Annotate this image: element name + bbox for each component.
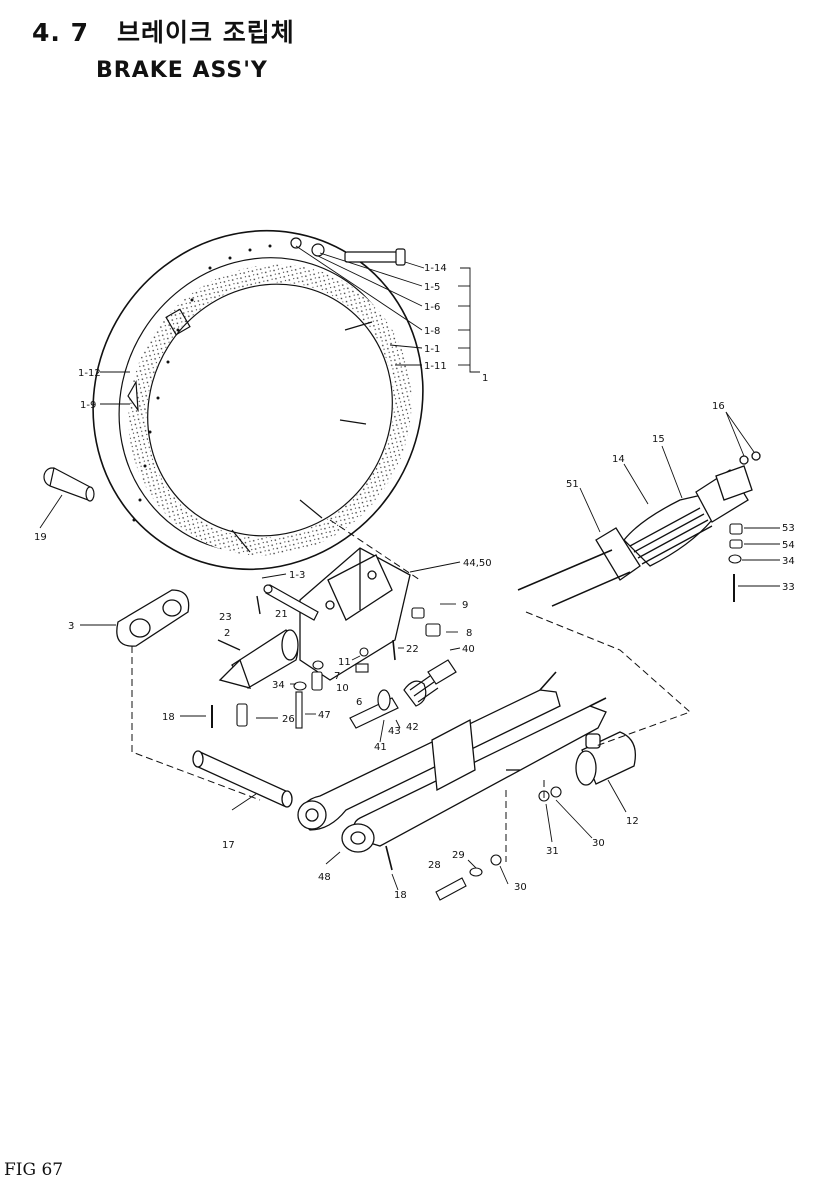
bracket-44-50 [299,547,411,681]
callout-41: 41 [374,742,387,753]
actuator-assembly [517,451,761,607]
callout-42: 42 [406,722,419,733]
callout-1-11: 1-11 [424,361,447,372]
band-bracket [127,379,139,413]
cylinder-2 [217,629,299,689]
callout-44-50: 44,50 [463,558,492,569]
korean-title: 브레이크 조립체 [117,18,295,47]
callout-6: 6 [356,697,362,708]
callout-8: 8 [466,628,472,639]
callout-leaders-upper [100,245,480,405]
callout-34-right: 34 [782,556,795,567]
figure-label: FIG 67 [4,1160,64,1180]
band-clip [165,308,191,336]
callout-1-1: 1-1 [424,344,440,355]
callout-33: 33 [782,582,795,593]
callout-28: 28 [428,860,441,871]
callout-40: 40 [462,644,475,655]
callout-1-5: 1-5 [424,282,440,293]
callout-23: 23 [219,612,232,623]
callout-14: 14 [612,454,625,465]
leader-44-50 [409,561,461,573]
callout-53: 53 [782,523,795,534]
callout-18-left: 18 [162,712,175,723]
callout-51: 51 [566,479,579,490]
callout-16: 16 [712,401,725,412]
brake-band [92,229,424,571]
callout-3: 3 [68,621,74,632]
rod-pin-17 [192,750,293,808]
callout-54: 54 [782,540,795,551]
callout-43: 43 [388,726,401,737]
english-title: BRAKE ASS'Y [96,58,268,83]
assembly-lines [131,519,691,862]
callout-1-6: 1-6 [424,302,440,313]
callout-1: 1 [482,373,488,384]
callout-17: 17 [222,840,235,851]
callout-26: 26 [282,714,295,725]
callout-1-3: 1-3 [289,570,305,581]
fasteners-center [211,607,441,729]
leader-1-3 [261,573,287,579]
callout-1-12: 1-12 [78,368,101,379]
callout-7: 7 [334,671,340,682]
callout-11: 11 [338,657,351,668]
callout-18-bottom: 18 [394,890,407,901]
leader-19 [39,494,63,529]
brake-lever-frame [297,671,607,853]
section-title: 4. 7 브레이크 조립체 [32,18,295,48]
band-rivet-holes [132,244,272,522]
callout-31: 31 [546,846,559,857]
band-upper-bolt [290,237,406,266]
callout-30-bottom: 30 [514,882,527,893]
callout-19: 19 [34,532,47,543]
callout-12: 12 [626,816,639,827]
cylinder-12 [575,731,637,786]
callout-1-8: 1-8 [424,326,440,337]
brake-lining-segments [231,321,373,553]
pin-19 [43,467,95,502]
callout-1-9: 1-9 [80,400,96,411]
pin-21 [263,584,319,621]
callout-30-right: 30 [592,838,605,849]
callout-47: 47 [318,710,331,721]
callout-29: 29 [452,850,465,861]
callout-leaders-other [180,411,780,891]
section-number: 4. 7 [32,18,89,47]
spring-assembly [349,659,457,729]
callout-21: 21 [275,609,288,620]
callout-1-14: 1-14 [424,263,447,274]
fasteners-right [728,523,743,602]
callout-34-left: 34 [272,680,285,691]
callout-2: 2 [224,628,230,639]
callout-15: 15 [652,434,665,445]
callout-10: 10 [336,683,349,694]
cotter-23 [256,595,261,615]
callout-22: 22 [406,644,419,655]
callout-48: 48 [318,872,331,883]
callout-9: 9 [462,600,468,611]
link-3 [116,589,190,647]
